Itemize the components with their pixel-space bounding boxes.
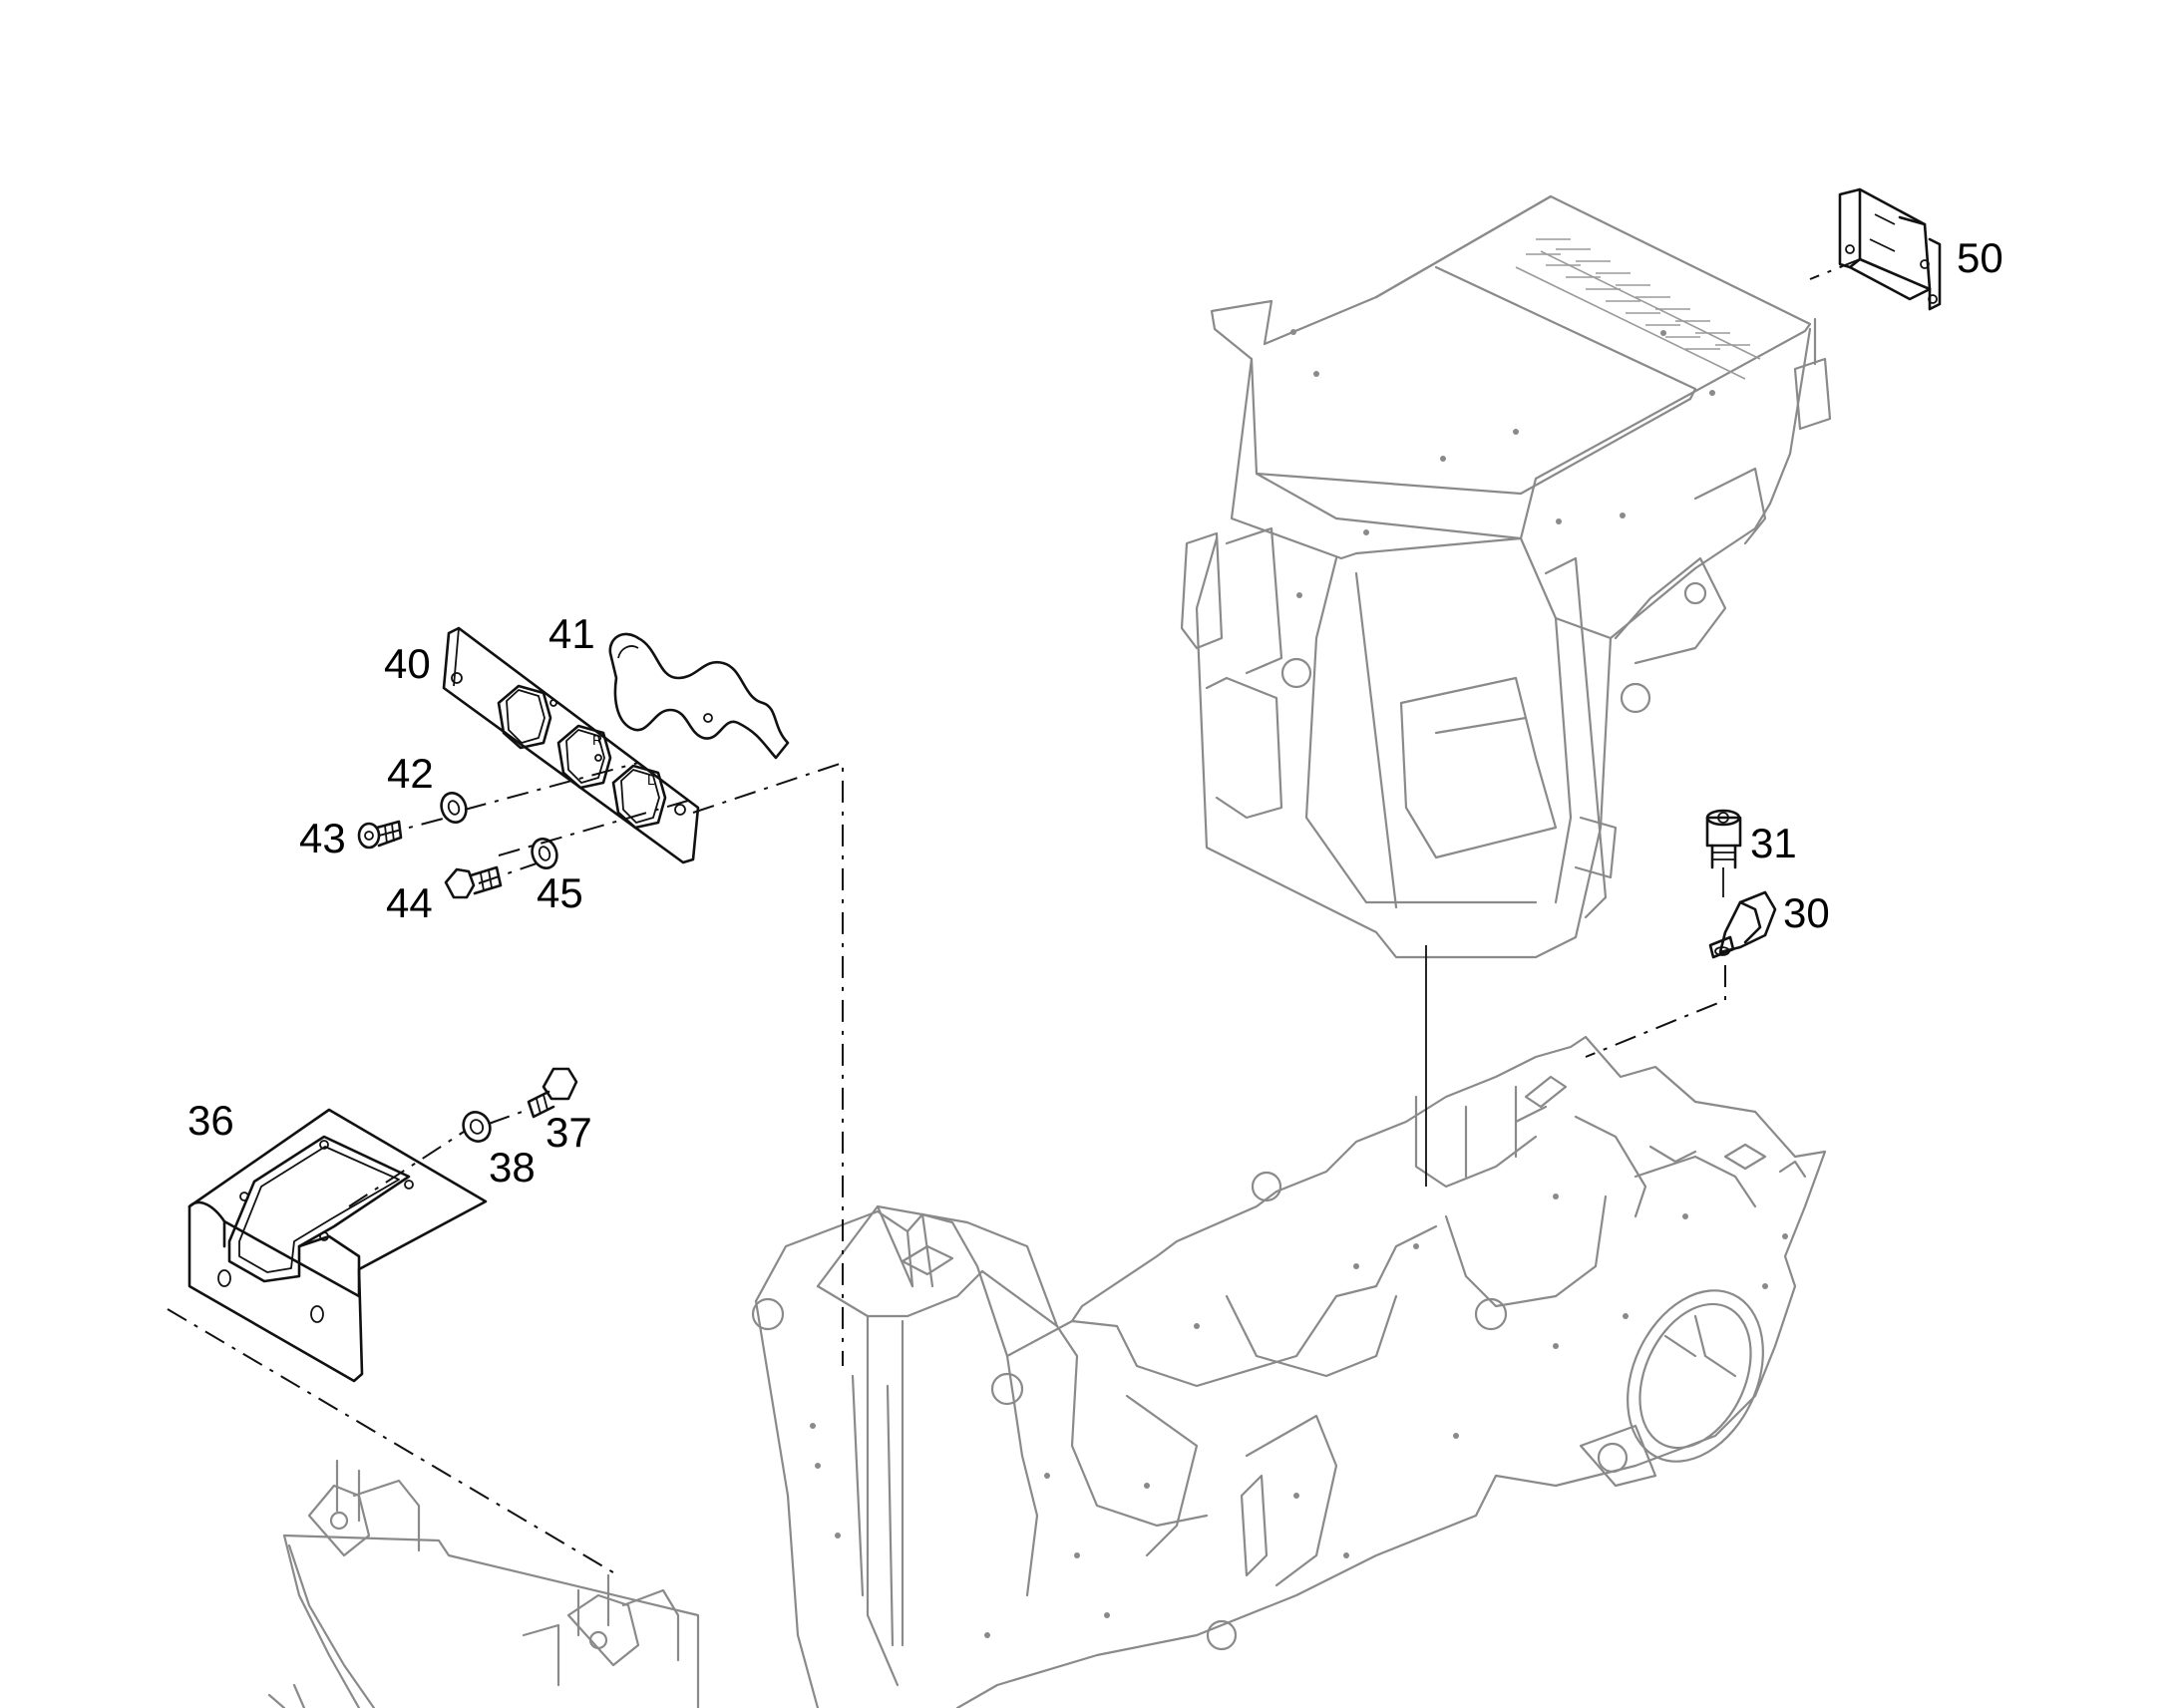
label-36: 36 (187, 1097, 234, 1144)
cab-assembly (1180, 194, 1832, 959)
cab-fastener-dots (1290, 329, 1715, 598)
part-30-clamp (1708, 890, 1777, 959)
blade-assembly (267, 1459, 700, 1708)
part-38-washer (462, 1111, 492, 1143)
callout-labels: 50 31 30 41 40 42 43 44 45 36 37 38 (187, 234, 2003, 1191)
part-42-washer (440, 792, 468, 824)
label-31: 31 (1750, 820, 1797, 866)
roof-vent-grid (1515, 238, 1761, 380)
label-41: 41 (548, 610, 595, 657)
machine-frame (751, 1035, 1827, 1708)
frame-fastener-dots (810, 1194, 1788, 1638)
part-36-cover (187, 1108, 488, 1383)
label-42: 42 (387, 750, 434, 797)
label-44: 44 (386, 879, 433, 926)
part-41-gasket (608, 632, 790, 760)
part-50-bracket (1838, 187, 1942, 311)
plate-mark-l: L (647, 772, 655, 788)
label-38: 38 (489, 1144, 536, 1191)
part-45-washer (531, 838, 558, 869)
label-40: 40 (384, 640, 431, 687)
label-43: 43 (299, 815, 346, 861)
assembly-lines (167, 258, 1861, 1576)
label-50: 50 (1957, 234, 2003, 281)
label-45: 45 (537, 869, 583, 916)
label-37: 37 (545, 1109, 592, 1156)
part-31-bolt (1705, 809, 1742, 869)
label-30: 30 (1783, 889, 1830, 936)
part-44-bolt (444, 865, 503, 899)
plate-mark-r: R (592, 732, 602, 748)
part-40-plate: R L (442, 626, 700, 864)
part-37-bolt (527, 1067, 578, 1119)
